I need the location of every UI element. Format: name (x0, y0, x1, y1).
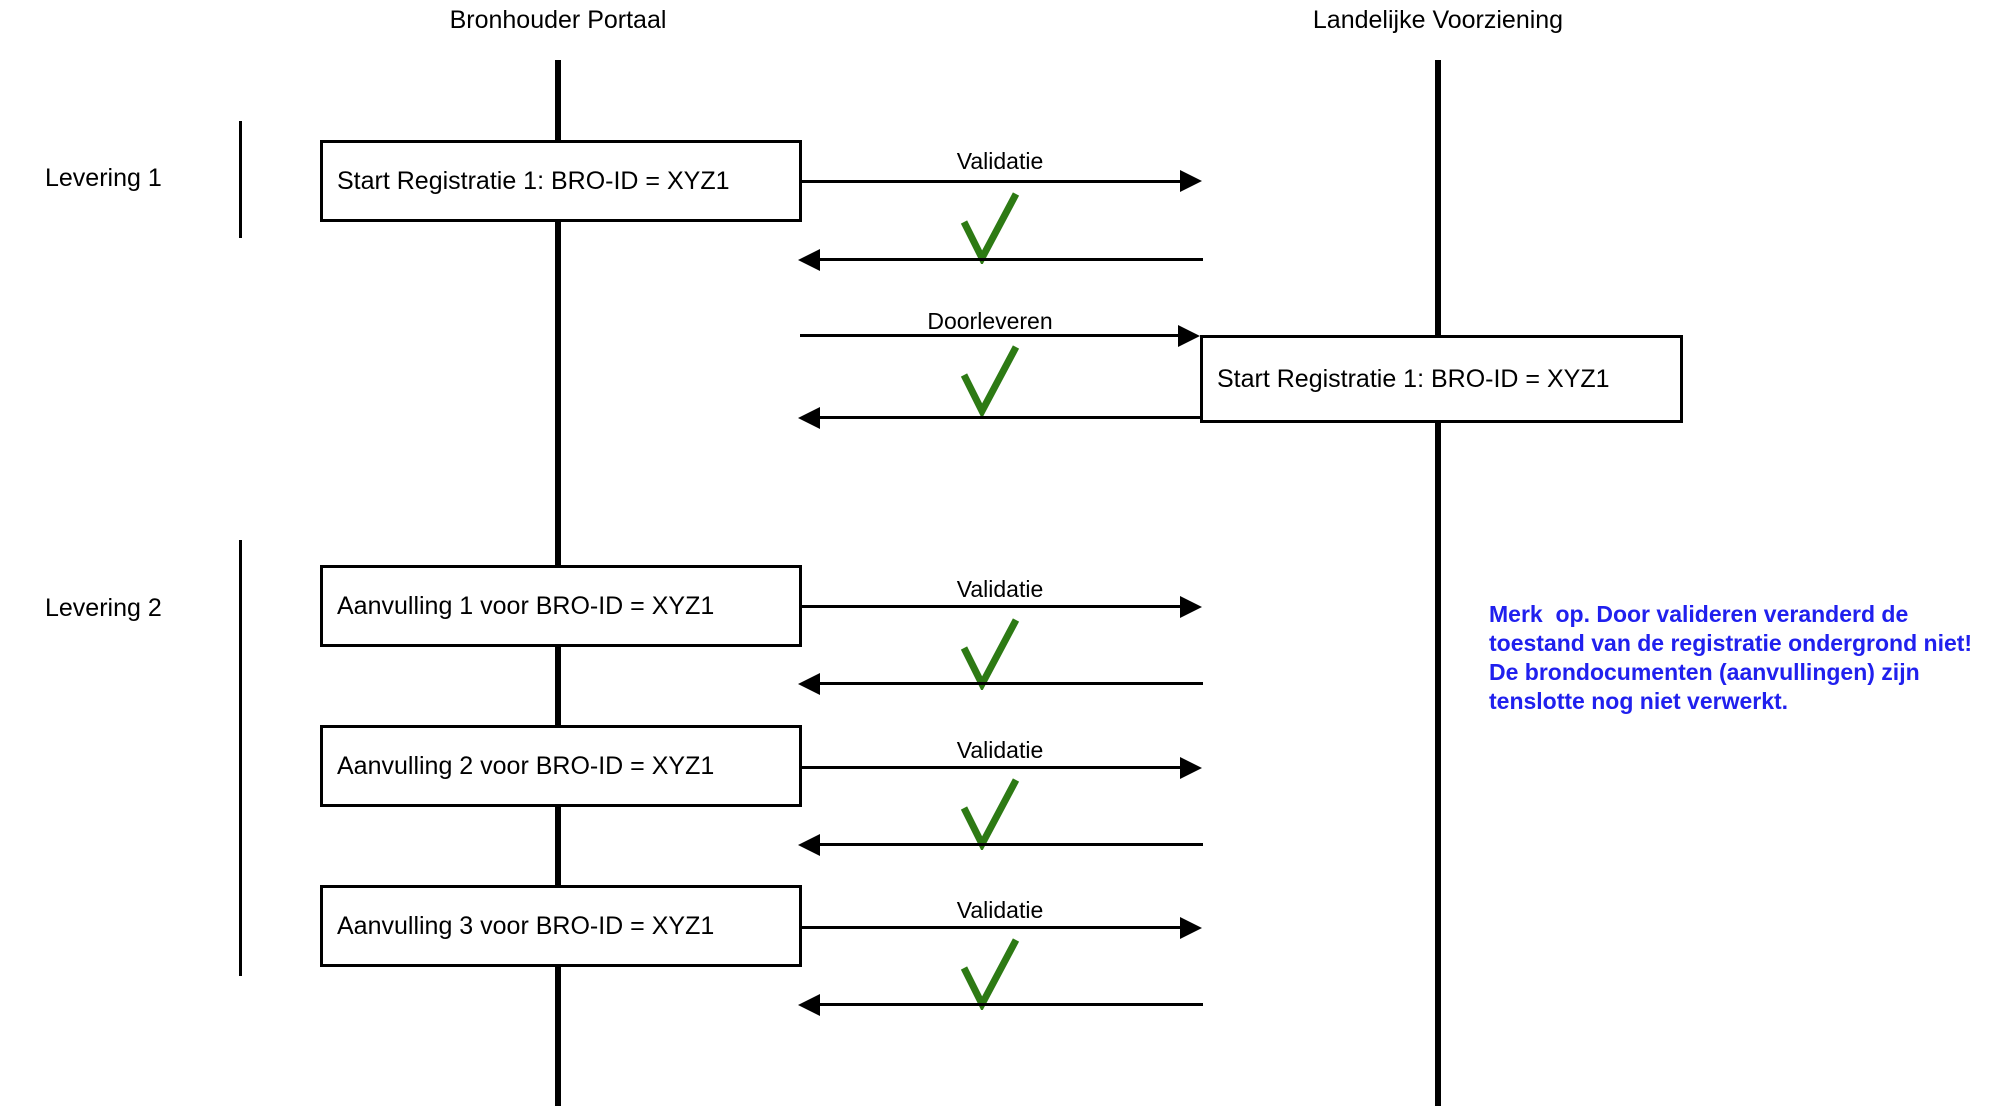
note-validatie-toestand: Merk op. Door valideren veranderd de toe… (1489, 601, 1979, 714)
message-arrowhead-validatie-3 (1180, 757, 1202, 779)
message-line-response-3 (820, 843, 1203, 846)
message-line-validatie-1 (802, 180, 1182, 183)
message-arrowhead-response-1 (798, 249, 820, 271)
participant-header-bronhouder: Bronhouder Portaal (449, 6, 667, 34)
box-start-registratie-bronhouder-label: Start Registratie 1: BRO-ID = XYZ1 (337, 167, 730, 195)
message-arrowhead-doorleveren (1178, 325, 1200, 347)
phase-bracket-levering-1 (239, 121, 242, 238)
message-line-response-2 (820, 682, 1203, 685)
message-line-doorleveren (800, 334, 1178, 337)
box-aanvulling-3[interactable]: Aanvulling 3 voor BRO-ID = XYZ1 (320, 885, 802, 967)
message-label-validatie-1: Validatie (956, 148, 1044, 174)
phase-bracket-levering-2 (239, 540, 242, 976)
message-arrowhead-validatie-4 (1180, 917, 1202, 939)
box-aanvulling-2-label: Aanvulling 2 voor BRO-ID = XYZ1 (337, 752, 715, 780)
message-line-response-4 (820, 1003, 1203, 1006)
message-label-doorleveren: Doorleveren (927, 308, 1053, 334)
phase-label-levering-1: Levering 1 (45, 164, 162, 192)
message-arrowhead-validatie-1 (1180, 170, 1202, 192)
message-arrowhead-response-3 (798, 834, 820, 856)
box-aanvulling-2[interactable]: Aanvulling 2 voor BRO-ID = XYZ1 (320, 725, 802, 807)
box-aanvulling-1[interactable]: Aanvulling 1 voor BRO-ID = XYZ1 (320, 565, 802, 647)
message-line-response-doorleveren (820, 416, 1200, 419)
message-line-response-1 (820, 258, 1203, 261)
message-label-validatie-4: Validatie (956, 897, 1044, 923)
lifeline-landelijke (1435, 60, 1441, 1106)
participant-header-landelijke: Landelijke Voorziening (1312, 6, 1564, 34)
box-start-registratie-landelijke-label: Start Registratie 1: BRO-ID = XYZ1 (1217, 365, 1610, 393)
message-arrowhead-response-2 (798, 673, 820, 695)
phase-label-levering-2: Levering 2 (45, 594, 162, 622)
message-line-validatie-2 (802, 605, 1182, 608)
box-aanvulling-1-label: Aanvulling 1 voor BRO-ID = XYZ1 (337, 592, 715, 620)
message-arrowhead-response-4 (798, 994, 820, 1016)
message-line-validatie-4 (802, 926, 1182, 929)
message-arrowhead-validatie-2 (1180, 596, 1202, 618)
message-label-validatie-3: Validatie (956, 737, 1044, 763)
box-start-registratie-bronhouder[interactable]: Start Registratie 1: BRO-ID = XYZ1 (320, 140, 802, 222)
check-icon-2 (960, 345, 1020, 422)
box-aanvulling-3-label: Aanvulling 3 voor BRO-ID = XYZ1 (337, 912, 715, 940)
box-start-registratie-landelijke[interactable]: Start Registratie 1: BRO-ID = XYZ1 (1200, 335, 1683, 423)
message-arrowhead-response-doorleveren (798, 407, 820, 429)
message-line-validatie-3 (802, 766, 1182, 769)
message-label-validatie-2: Validatie (956, 576, 1044, 602)
